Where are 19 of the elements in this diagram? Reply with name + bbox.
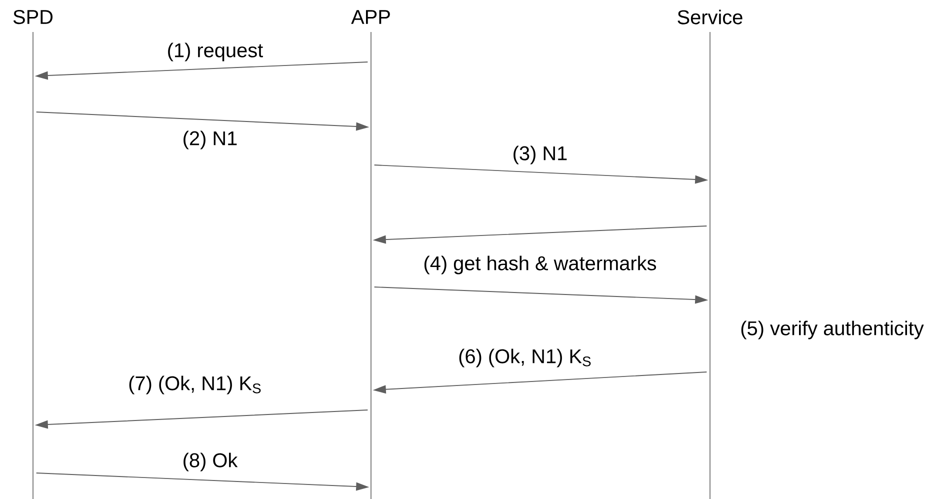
- arrow: [36, 410, 368, 429]
- lifeline-label: SPD: [13, 10, 53, 24]
- edge-label: (6) (Ok, N1) K$_{S}$: [459, 348, 591, 368]
- edge-label: (7) (Ok, N1) K$_{S}$: [129, 376, 261, 394]
- arrow: [374, 372, 708, 394]
- arrow: [374, 286, 708, 304]
- arrow: [36, 472, 368, 491]
- edge-label: (8) Ok: [184, 452, 238, 472]
- edge-label: (1) request: [168, 42, 263, 62]
- arrow: [36, 112, 368, 131]
- edge-label: (3) N1: [514, 146, 567, 164]
- step-note: (5) verify authenticity: [741, 320, 924, 340]
- arrow: [36, 62, 368, 80]
- lifeline-label: APP: [351, 10, 390, 24]
- edge-label: (2) N1: [184, 130, 237, 150]
- arrow: [374, 226, 708, 244]
- lifeline-label: Service: [678, 10, 742, 24]
- edge-label: (4) get hash & watermarks: [424, 256, 656, 274]
- arrow: [374, 164, 708, 184]
